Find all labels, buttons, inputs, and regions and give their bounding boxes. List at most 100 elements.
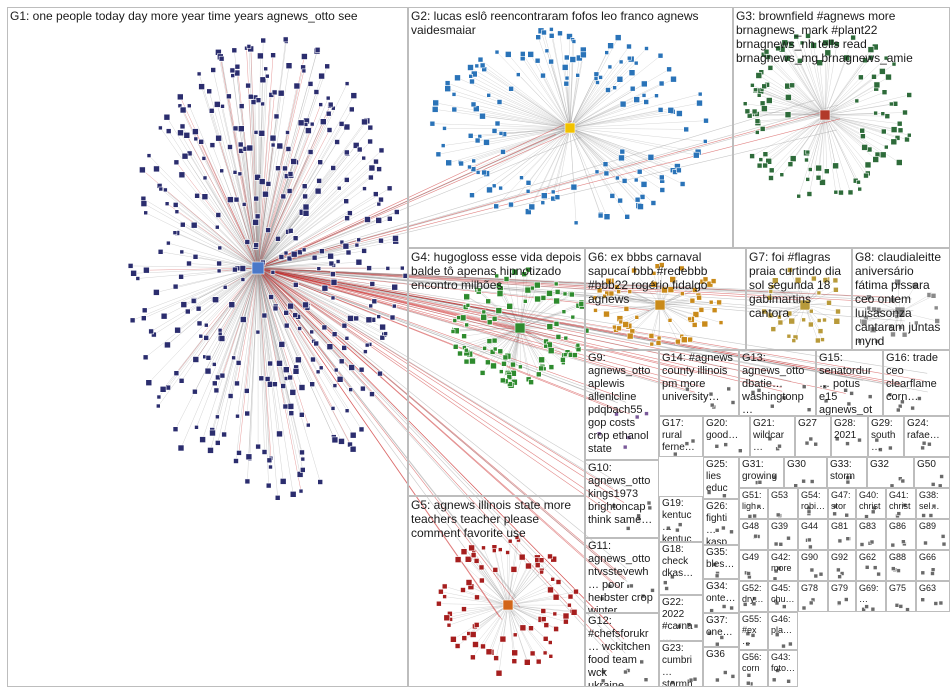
group-box-g81[interactable]: G81 [828, 519, 856, 550]
graph-node [491, 315, 498, 322]
group-box-g63[interactable]: G63 [916, 581, 950, 612]
group-box-g52[interactable]: G52: dry… [739, 581, 768, 612]
graph-edge [495, 604, 509, 659]
group-box-g89[interactable]: G89 [916, 519, 950, 550]
group-box-g38[interactable]: G38: sel… [916, 488, 950, 519]
group-box-g49[interactable]: G49 [739, 550, 768, 581]
group-box-g88[interactable]: G88 [886, 550, 916, 581]
group-box-g32[interactable]: G32 [867, 457, 914, 488]
group-box-g26[interactable]: G26: fighti… kasp… [703, 499, 739, 545]
group-box-g16[interactable]: G16: trade ceo clearflame corn… [883, 350, 950, 416]
graph-node [627, 289, 633, 294]
graph-node [573, 588, 579, 595]
graph-edge [257, 267, 302, 492]
group-box-g53[interactable]: G53 [768, 488, 798, 519]
group-box-g66[interactable]: G66 [916, 550, 950, 581]
group-box-g39[interactable]: G39 [768, 519, 798, 550]
group-box-g10[interactable]: G10: agnews_otto kings1973 brightoncap t… [585, 460, 659, 538]
graph-node [506, 374, 513, 381]
graph-edge [569, 127, 623, 152]
group-box-g75[interactable]: G75 [886, 581, 916, 612]
graph-edge [824, 114, 884, 155]
group-box-g9[interactable]: G9: agnews_otto aplewis allenlcline pdqb… [585, 350, 659, 460]
group-box-g24[interactable]: G24: rafae… [904, 416, 950, 457]
group-box-g69[interactable]: G69:… [856, 581, 886, 612]
group-box-g18[interactable]: G18: check dkas… [659, 542, 703, 595]
group-box-g19[interactable]: G19: kentuc… kentuc… [659, 496, 703, 542]
graph-edge [193, 267, 259, 302]
group-box-g5[interactable]: G5: agnews illinois state more teachers … [408, 496, 585, 687]
group-box-g25[interactable]: G25: lies educ… [703, 457, 739, 499]
group-box-g4[interactable]: G4: hugogloss esse vida depois balde tô … [408, 248, 585, 496]
group-box-g14[interactable]: G14: #agnews county illinois pm more uni… [659, 350, 739, 416]
group-box-g43[interactable]: G43: foto… [768, 650, 798, 687]
group-box-g33[interactable]: G33: storm… [827, 457, 867, 488]
graph-node [454, 74, 461, 82]
graph-node [538, 356, 545, 364]
graph-node [807, 537, 812, 543]
group-box-g46[interactable]: G46: pla… [768, 612, 798, 650]
group-box-g11[interactable]: G11: agnews_otto ntvsstevewh… poor herbs… [585, 538, 659, 613]
group-box-g56[interactable]: G56: corn [739, 650, 768, 687]
group-box-g15[interactable]: G15: senatordur… potus e15 agnews_ot… [816, 350, 883, 416]
group-box-g7[interactable]: G7: foi #flagras praia curtindo dia sol … [746, 248, 852, 350]
graph-node [636, 168, 643, 175]
group-box-g78[interactable]: G78 [798, 581, 828, 612]
group-box-g22[interactable]: G22: 2022 #carna… [659, 595, 703, 641]
graph-node [807, 167, 813, 172]
group-box-g2[interactable]: G2: lucas eslô reencontraram fofos leo f… [408, 7, 733, 248]
group-box-g62[interactable]: G62 [856, 550, 886, 581]
group-box-g48[interactable]: G48 [739, 519, 768, 550]
group-box-g90[interactable]: G90 [798, 550, 828, 581]
group-box-g47[interactable]: G47: stor… [828, 488, 856, 519]
graph-node [514, 535, 520, 540]
graph-edge [569, 127, 637, 181]
group-box-g28[interactable]: G28: 2021 [831, 416, 868, 457]
group-box-g92[interactable]: G92 [828, 550, 856, 581]
graph-node [302, 203, 310, 211]
group-box-g27[interactable]: G27 [795, 416, 831, 457]
group-box-g55[interactable]: G55: #ex… [739, 612, 768, 650]
group-box-g20[interactable]: G20: good… [703, 416, 750, 457]
group-box-g23[interactable]: G23: cumbri… stormh… [659, 641, 703, 687]
group-box-g6[interactable]: G6: ex bbbs carnaval sapucaí bbb #redebb… [585, 248, 746, 350]
group-box-g50[interactable]: G50 [914, 457, 950, 488]
graph-node [708, 299, 714, 305]
group-box-g51[interactable]: G51: ligh… [739, 488, 768, 519]
graph-edge [257, 267, 312, 333]
group-box-g54[interactable]: G54: robi… [798, 488, 828, 519]
group-box-g30[interactable]: G30 [784, 457, 827, 488]
group-box-g45[interactable]: G45: chu… [768, 581, 798, 612]
group-box-g13[interactable]: G13: agnews_otto dbatie… washingtonp… [739, 350, 816, 416]
group-box-g31[interactable]: G31: growing [739, 457, 784, 488]
graph-node [614, 34, 622, 41]
group-box-g3[interactable]: G3: brownfield #agnews more brnagnews_ma… [733, 7, 950, 248]
group-box-g17[interactable]: G17: rural ferne… [659, 416, 703, 457]
group-box-g42[interactable]: G42: more [768, 550, 798, 581]
group-box-g86[interactable]: G86 [886, 519, 916, 550]
graph-edge [196, 267, 259, 428]
graph-edge [204, 196, 259, 269]
group-label: G4: hugogloss esse vida depois balde tô … [411, 250, 582, 292]
group-box-g41[interactable]: G41: christ… [886, 488, 916, 519]
group-box-g29[interactable]: G29: south… [868, 416, 904, 457]
graph-edge [257, 120, 368, 269]
group-box-g83[interactable]: G83 [856, 519, 886, 550]
group-box-g1[interactable]: G1: one people today day more year time … [7, 7, 408, 687]
group-box-g8[interactable]: G8: claudialeitte aniversário fátima pis… [852, 248, 950, 350]
graph-edge [824, 114, 895, 130]
graph-node [348, 387, 354, 392]
group-box-g36[interactable]: G36 [703, 647, 739, 687]
group-box-g34[interactable]: G34: onte… [703, 579, 739, 613]
group-box-g79[interactable]: G79 [828, 581, 856, 612]
group-box-g37[interactable]: G37: one… [703, 613, 739, 647]
graph-node [621, 178, 628, 184]
group-box-g21[interactable]: G21: wildcar… [750, 416, 795, 457]
graph-node [538, 365, 544, 372]
graph-edge [659, 304, 696, 315]
group-box-g35[interactable]: G35: bles… [703, 545, 739, 579]
group-box-g12[interactable]: G12: #chefsforukr… wckitchen food team w… [585, 613, 659, 687]
group-box-g40[interactable]: G40: christ… [856, 488, 886, 519]
graph-edge [257, 238, 396, 269]
group-box-g44[interactable]: G44 [798, 519, 828, 550]
